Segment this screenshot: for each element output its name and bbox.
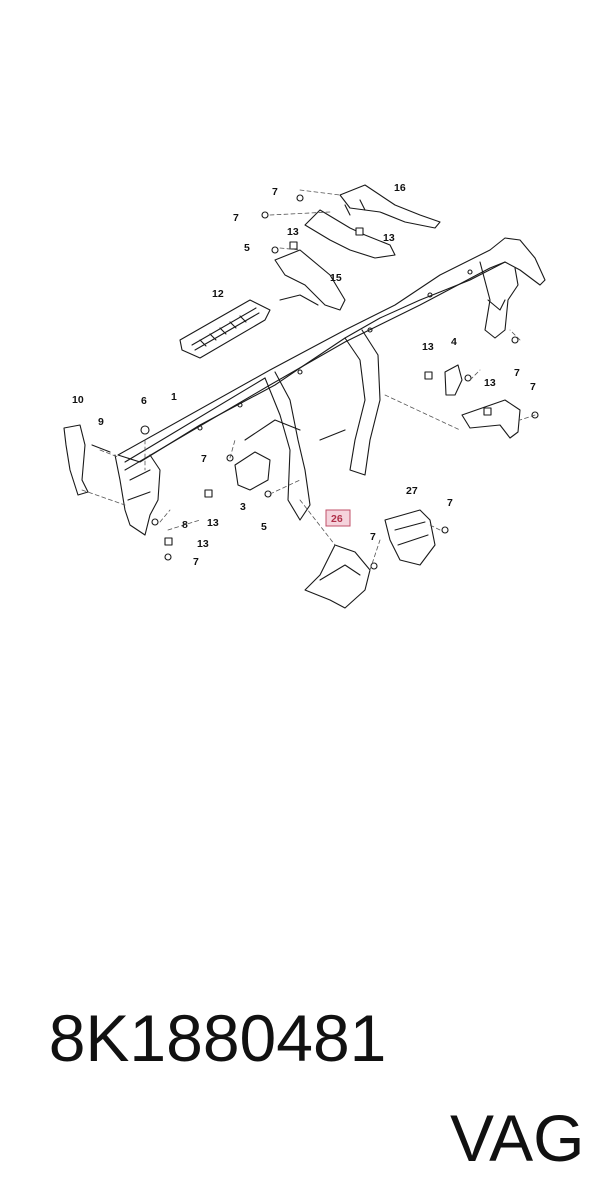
label-26-highlighted: 26 (331, 513, 343, 525)
label-4: 4 (451, 336, 457, 348)
label-7: 7 (272, 186, 278, 198)
cross-car-beam (114, 237, 546, 536)
footer-caption: 8K1880481 VAG (12, 888, 592, 1175)
label-7: 7 (447, 497, 453, 509)
label-6: 6 (141, 395, 147, 407)
label-13: 13 (422, 341, 434, 353)
label-7: 7 (514, 367, 520, 379)
label-8: 8 (182, 519, 188, 531)
part-number: 8K1880481 (48, 1001, 387, 1075)
label-13: 13 (207, 517, 219, 529)
label-13: 13 (287, 226, 299, 238)
label-27: 27 (406, 485, 418, 497)
label-15: 15 (330, 272, 342, 284)
brand-name: VAG (450, 1101, 585, 1175)
label-16: 16 (394, 182, 406, 194)
label-7: 7 (370, 531, 376, 543)
label-13: 13 (383, 232, 395, 244)
part-labels: 7 16 7 13 13 5 15 12 13 4 13 7 7 10 6 1 … (72, 182, 536, 568)
label-12: 12 (212, 288, 224, 300)
label-5: 5 (244, 242, 250, 254)
cover-12 (179, 299, 271, 359)
label-9: 9 (98, 416, 104, 428)
label-7: 7 (201, 453, 207, 465)
bracket-3 (234, 451, 271, 491)
label-1: 1 (171, 391, 177, 403)
label-7: 7 (233, 212, 239, 224)
bracket-26 (304, 544, 371, 609)
bracket-right (461, 399, 521, 439)
upper-support-15 (274, 209, 396, 311)
exploded-parts-diagram: 7 16 7 13 13 5 15 12 13 4 13 7 7 10 6 1 … (63, 182, 546, 609)
fasteners (91, 194, 539, 570)
label-13: 13 (197, 538, 209, 550)
highlight-box-26 (325, 509, 351, 527)
centre-support (244, 329, 381, 521)
label-13: 13 (484, 377, 496, 389)
label-5: 5 (261, 521, 267, 533)
bracket-16 (339, 184, 441, 229)
label-7: 7 (193, 556, 199, 568)
label-3: 3 (240, 501, 246, 513)
leader-lines (81, 189, 536, 571)
bracket-4 (444, 364, 463, 396)
bracket-27 (384, 509, 436, 566)
bracket-10 (63, 424, 89, 496)
label-10: 10 (72, 394, 84, 406)
label-7: 7 (530, 381, 536, 393)
